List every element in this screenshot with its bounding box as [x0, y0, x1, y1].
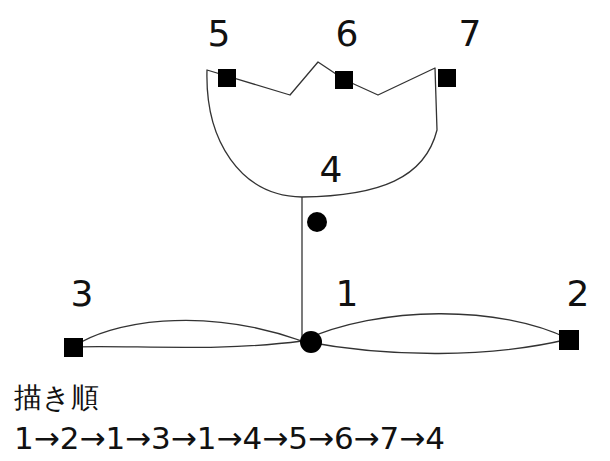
order-heading: 描き順	[14, 384, 99, 412]
callout-number: 3	[71, 276, 94, 312]
flower-cup	[207, 62, 437, 197]
left-leaf	[73, 320, 302, 347]
point-marker	[335, 71, 353, 89]
point-marker	[218, 69, 236, 87]
draw-order: 1→2→1→3→1→4→5→6→7→4	[14, 423, 445, 454]
callout-number: 2	[567, 276, 590, 312]
point-marker	[438, 69, 456, 87]
callout-number: 6	[336, 16, 359, 52]
callout-number: 4	[320, 152, 343, 188]
point-marker	[64, 338, 83, 357]
callout-number: 5	[208, 16, 231, 52]
point-marker	[559, 330, 579, 350]
stem	[301, 197, 302, 341]
callout-number: 1	[336, 276, 359, 312]
point-marker	[300, 331, 322, 353]
point-marker	[307, 212, 327, 232]
right-leaf	[302, 314, 569, 354]
callout-number: 7	[459, 16, 482, 52]
